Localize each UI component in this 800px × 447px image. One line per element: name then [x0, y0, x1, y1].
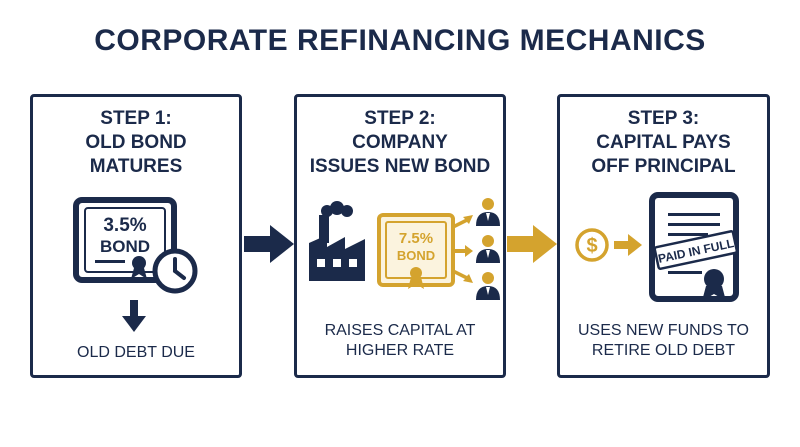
- new-bond-rate: 7.5%: [399, 230, 433, 247]
- svg-text:$: $: [586, 235, 597, 257]
- right-arrow-icon: [507, 225, 557, 263]
- bond-certificate-icon: 7.5% BOND: [377, 213, 455, 289]
- dollar-coin-icon: $: [575, 228, 609, 262]
- step-3-title-line-3: OFF PRINCIPAL: [591, 156, 736, 177]
- new-bond-label: BOND: [397, 248, 435, 263]
- right-arrow-icon: [244, 225, 294, 263]
- old-bond-label: BOND: [100, 237, 150, 256]
- step-2-title-line-2: COMPANY: [352, 132, 448, 153]
- distribution-arrows: [453, 215, 473, 283]
- step-1-panel: STEP 1: OLD BOND MATURES 3.5% BOND OLD D…: [30, 94, 242, 378]
- step-1-title-line-1: STEP 1:: [100, 108, 172, 129]
- bond-certificate-icon: 3.5% BOND: [73, 197, 177, 283]
- step-3-caption-line-2: RETIRE OLD DEBT: [591, 342, 736, 359]
- factory-icon: [309, 201, 365, 281]
- step-2-caption-line-2: HIGHER RATE: [345, 342, 455, 359]
- step-3-caption-line-1: USES NEW FUNDS TO: [578, 322, 749, 339]
- step-1-caption-line-1: OLD DEBT DUE: [77, 344, 195, 361]
- step-2-title: STEP 2: COMPANY ISSUES NEW BOND: [297, 107, 503, 179]
- step-2-caption: RAISES CAPITAL AT HIGHER RATE: [297, 321, 503, 361]
- investor-icon: [476, 198, 500, 226]
- step-2-title-line-3: ISSUES NEW BOND: [309, 156, 491, 177]
- step-3-title-line-1: STEP 3:: [627, 108, 700, 129]
- clock-icon: [152, 248, 198, 294]
- step-1-title: STEP 1: OLD BOND MATURES: [33, 107, 239, 179]
- step-3-title: STEP 3: CAPITAL PAYS OFF PRINCIPAL: [560, 107, 767, 179]
- investor-icon: [476, 235, 500, 263]
- step-1-title-line-2: OLD BOND: [85, 132, 187, 153]
- investor-icon: [476, 272, 500, 300]
- step-2-caption-line-1: RAISES CAPITAL AT: [324, 322, 476, 339]
- step-1-caption: OLD DEBT DUE: [33, 343, 239, 363]
- small-arrow-icon: [614, 234, 642, 256]
- step-2-panel: STEP 2: COMPANY ISSUES NEW BOND 7.5% BON…: [294, 94, 506, 378]
- down-arrow-icon: [122, 300, 146, 332]
- step-3-title-line-2: CAPITAL PAYS: [596, 132, 731, 153]
- old-bond-rate: 3.5%: [103, 215, 146, 236]
- step-3-panel: STEP 3: CAPITAL PAYS OFF PRINCIPAL $ PAI…: [557, 94, 770, 378]
- page-title: CORPORATE REFINANCING MECHANICS: [94, 24, 706, 57]
- step-3-caption: USES NEW FUNDS TO RETIRE OLD DEBT: [560, 321, 767, 361]
- step-2-title-line-1: STEP 2:: [364, 108, 436, 129]
- step-1-title-line-3: MATURES: [89, 156, 183, 177]
- paid-document-icon: PAID IN FULL: [649, 192, 739, 302]
